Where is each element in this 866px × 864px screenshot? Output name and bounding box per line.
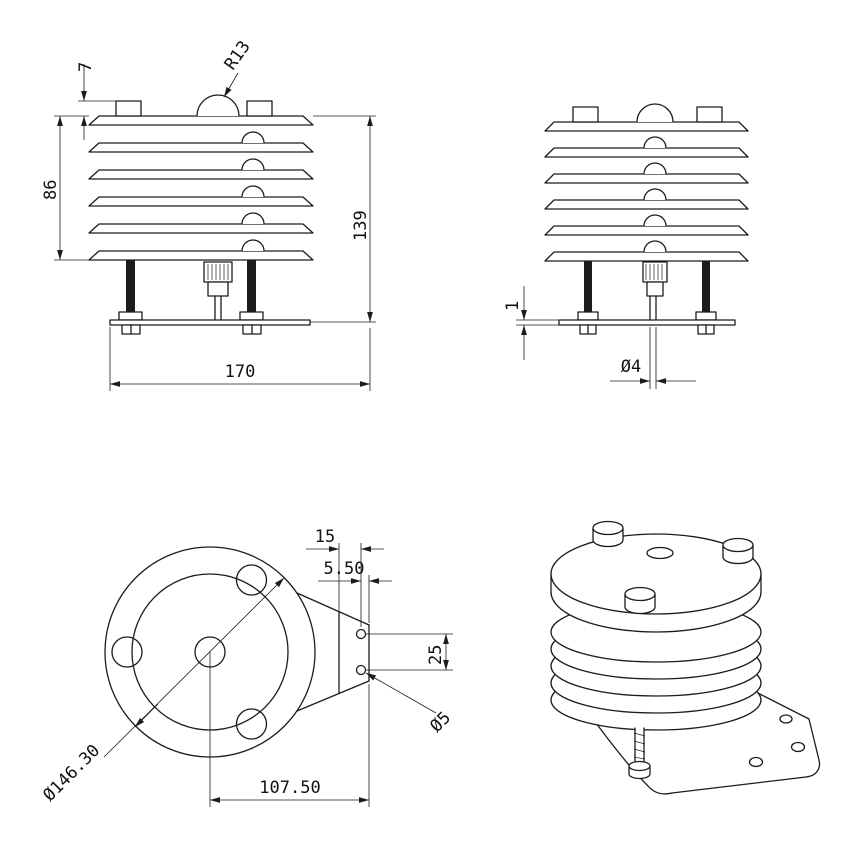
tab-hole-bottom [355, 664, 367, 676]
top-dome [636, 103, 674, 123]
top-cap-left [115, 100, 142, 117]
side-view: 1 Ø4 [503, 103, 749, 389]
support-posts [584, 261, 710, 320]
bracket-tab [296, 592, 370, 712]
top-cap-right [246, 100, 273, 117]
bracket-length-dim: 107.50 [259, 778, 320, 798]
bottom-dimensions: 15 5.50 25 Ø5 Ø146.30 107.50 [39, 527, 455, 807]
tab-hole-diameter-dim: Ø5 [426, 708, 455, 737]
louver-stack [88, 115, 314, 261]
support-posts [126, 260, 256, 320]
top-plate [550, 533, 762, 615]
front-dome-radius-dim: R13 [221, 37, 255, 74]
bottom-view: 15 5.50 25 Ø5 Ø146.30 107.50 [39, 527, 455, 807]
rod-through-gaps [241, 131, 265, 252]
hole-spacing-dim: 25 [426, 645, 446, 665]
front-stack-height-dim: 86 [41, 180, 61, 200]
top-cap-left [572, 106, 599, 123]
side-dimensions: 1 Ø4 [503, 286, 696, 389]
front-dimensions: 7 86 139 170 R13 [41, 37, 376, 391]
side-rod-diameter-dim: Ø4 [621, 357, 641, 377]
hole-edge-offset-dim: 5.50 [324, 559, 365, 579]
screw-rod-3d [628, 727, 651, 780]
base-plate [109, 311, 311, 335]
sensor-body [642, 261, 668, 321]
tab-width-dim: 15 [315, 527, 335, 547]
base-plate [558, 311, 736, 335]
front-view: 7 86 139 170 R13 [41, 37, 376, 391]
center-hole-3d [646, 546, 674, 560]
rod-through-gaps [643, 136, 667, 253]
tab-hole-top [355, 628, 367, 640]
louver-stack-3d [550, 533, 762, 731]
sensor-body [203, 261, 233, 321]
top-dome [196, 94, 240, 117]
front-width-dim: 170 [225, 362, 256, 382]
top-caps-3d [592, 520, 754, 615]
mount-holes [111, 564, 268, 740]
front-overall-height-dim: 139 [351, 210, 371, 241]
top-cap-right [696, 106, 723, 123]
isometric-view [550, 520, 821, 795]
louver-stack [544, 121, 749, 262]
front-cap-offset-dim: 7 [76, 62, 96, 72]
side-plate-thickness-dim: 1 [503, 301, 523, 311]
plate-diameter-dim: Ø146.30 [39, 741, 104, 806]
